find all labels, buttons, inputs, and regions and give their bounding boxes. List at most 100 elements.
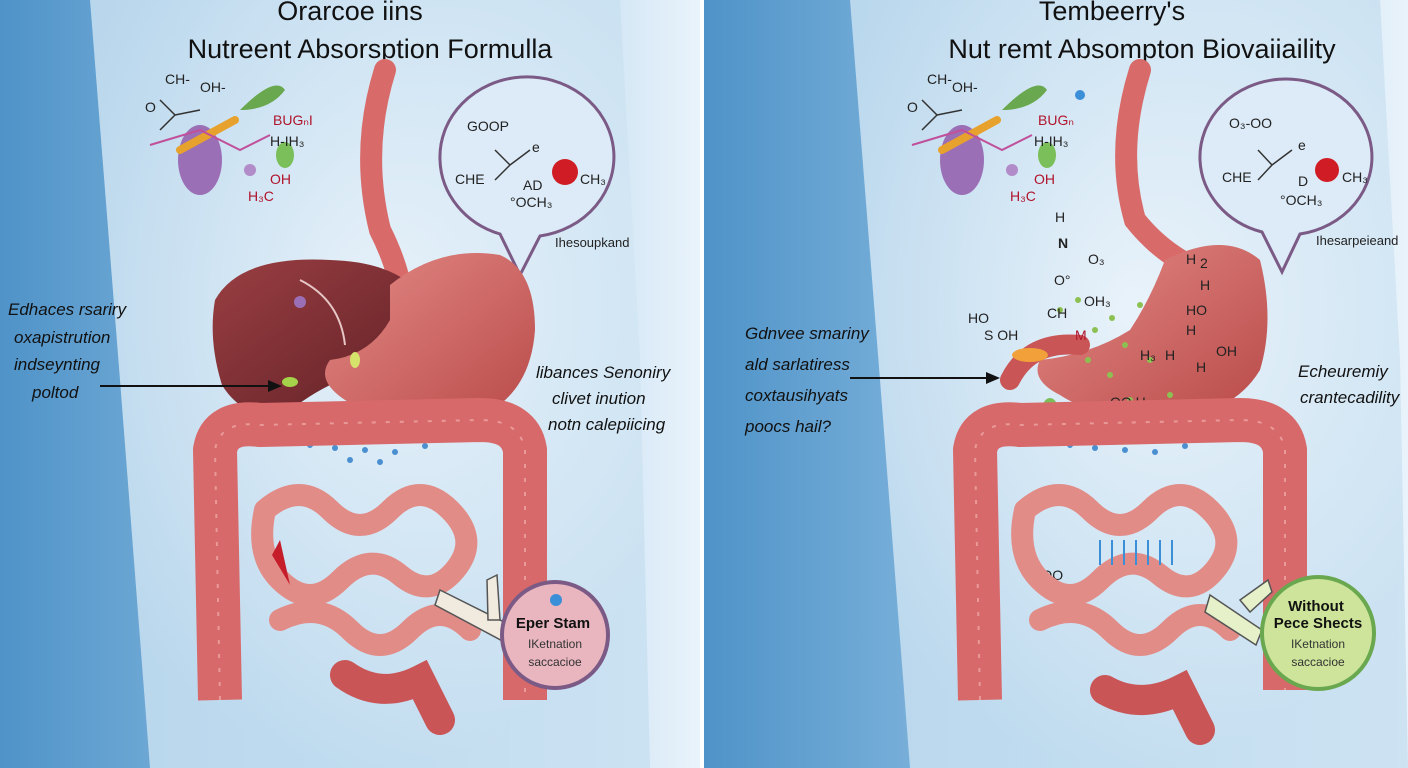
orange-bond [938, 116, 1001, 154]
pink-chain [149, 128, 271, 152]
float-chem-h6: H₃ [1140, 347, 1156, 363]
green-atom [1038, 142, 1056, 168]
right-callout-arrowhead [986, 372, 1000, 384]
mol-label-oh2: OH [270, 171, 291, 187]
callout-left-line2: ald sarlatiress [745, 355, 850, 374]
red-atom [552, 159, 578, 185]
large-intestine-haustra [213, 418, 526, 701]
float-chem-o: O° [1054, 272, 1071, 288]
callout-left-line2: oxapistrution [14, 328, 110, 347]
float-chem-h: H [1055, 209, 1065, 225]
left-molecule-cluster: CH- OH- BUGₙI H-IH₃ OH H₃C O [145, 71, 313, 204]
mol-label-h3c: H₃C [1010, 188, 1036, 204]
mol-label-oh: OH- [952, 79, 978, 95]
float-chem-h2: H [1200, 277, 1210, 293]
float-chem-soh: S OH [984, 327, 1018, 343]
mol-label-o: O [907, 99, 918, 115]
bubble-bonds [1257, 149, 1293, 181]
float-chem-m: M [1075, 327, 1087, 343]
callout-left-line1: Gdnvee smariny [745, 324, 870, 343]
badge-dot [550, 594, 562, 606]
bile-drop [282, 377, 298, 387]
float-chem-o3: O₃ [1088, 251, 1105, 267]
float-chem-2: 2 [1200, 255, 1208, 271]
skeletal-bonds [159, 99, 201, 131]
mol-label-ch: CH- [165, 71, 190, 87]
callout-left-line3: coxtausihyats [745, 386, 848, 405]
bubble-shape [1198, 77, 1374, 276]
green-leaf [240, 85, 285, 110]
float-chem-ch: CH [1047, 305, 1067, 321]
float-chem-oh4: OH [1216, 343, 1237, 359]
gallbladder-tip [350, 352, 360, 368]
small-intestine [1011, 484, 1241, 656]
stomach [1037, 245, 1268, 420]
red-marker [272, 540, 290, 585]
right-title-line1: Tembeerry's [1039, 0, 1185, 26]
bubble-chem-goop: GOOP [467, 118, 509, 134]
callout-right-line3: notn calepiicing [548, 415, 666, 434]
float-chem-h3: H [1196, 359, 1206, 375]
right-panel-callout-left: Gdnvee smariny ald sarlatiress coxtausih… [744, 324, 870, 436]
large-intestine-haustra [973, 418, 1286, 701]
liver-spot [294, 296, 306, 308]
left-title-line2: Nutreent Absorsption Formulla [188, 34, 554, 64]
right-molecule-cluster: CH- OH- BUGₙ H-IH₃ OH H₃C O [907, 71, 1085, 204]
float-chem-ho: HO [968, 310, 989, 326]
orange-bond [176, 116, 239, 154]
left-panel-callout-right: libances Senoniry clivet inution notn ca… [536, 363, 672, 434]
mol-label-bug: BUGₙI [273, 112, 313, 128]
bubble-chem-ch3: CH₃ [1342, 169, 1368, 185]
callout-right-line2: clivet inution [552, 389, 646, 408]
right-panel-callout-right: Echeuremiy crantecadility [1298, 362, 1401, 407]
green-atom [276, 142, 294, 168]
right-badge-sub2: saccacioe [1291, 655, 1345, 669]
callout-left-line1: Edhaces rsariry [8, 300, 128, 319]
liver-ligament [299, 279, 346, 346]
left-badge-title: Eper Stam [516, 615, 590, 632]
violet-atom [244, 164, 256, 176]
green-leaf [1002, 85, 1047, 110]
left-callout-arrowhead [268, 380, 282, 392]
bubble-chem-che: CHE [455, 171, 485, 187]
mol-label-ch: CH- [927, 71, 952, 87]
left-panel: Orarcoe iins Nutreent Absorsption Formul… [0, 0, 700, 768]
left-bubble-label: Ihesoupkand [555, 235, 629, 250]
right-speech-bubble: O₃-OO CHE D CH₃ °OCH₃ e Ihesarpeieand [1198, 77, 1398, 276]
right-green-particles [1057, 297, 1173, 403]
right-badge-title2: Pece Shects [1274, 615, 1362, 632]
mol-label-hih: H-IH₃ [1034, 133, 1068, 149]
orange-nutrient [1012, 348, 1048, 362]
panel-divider [700, 0, 704, 768]
bubble-chem-che: CHE [1222, 169, 1252, 185]
absorption-villi [1099, 540, 1173, 565]
rectum [1090, 669, 1215, 745]
bubble-chem-e: e [1298, 137, 1306, 153]
mol-label-o: O [145, 99, 156, 115]
left-badge-sub1: IKetnation [528, 637, 582, 651]
rectum [330, 659, 455, 735]
callout-right-line1: libances Senoniry [536, 363, 672, 382]
left-badge [500, 580, 610, 690]
bubble-chem-ad: AD [523, 177, 542, 193]
red-atom [1315, 158, 1339, 182]
bubble-chem-o3oo: O₃-OO [1229, 115, 1272, 131]
mol-label-bug: BUGₙ [1038, 112, 1074, 128]
badge-arrow [486, 573, 501, 621]
liver [212, 259, 426, 420]
bubble-bonds [494, 149, 531, 181]
bubble-chem-ch3: CH₃ [580, 171, 606, 187]
float-chem-h4: H [1186, 322, 1196, 338]
left-badge-sub2: saccacioe [528, 655, 582, 669]
left-speech-bubble: GOOP CHE AD CH₃ °OCH₃ e Ihesoupkand [438, 75, 629, 279]
right-badge [1260, 575, 1376, 691]
float-chem-oh3: OH₃ [1084, 293, 1111, 309]
callout-right-line1: Echeuremiy [1298, 362, 1389, 381]
skeletal-bonds [921, 99, 963, 131]
esophagus [360, 59, 411, 296]
bubble-chem-d: D [1298, 173, 1308, 189]
right-panel: Tembeerry's Nut remt Absompton Biovaiiai… [704, 0, 1408, 768]
mol-label-oh2: OH [1034, 171, 1055, 187]
right-badge-title1: Without [1288, 598, 1344, 615]
